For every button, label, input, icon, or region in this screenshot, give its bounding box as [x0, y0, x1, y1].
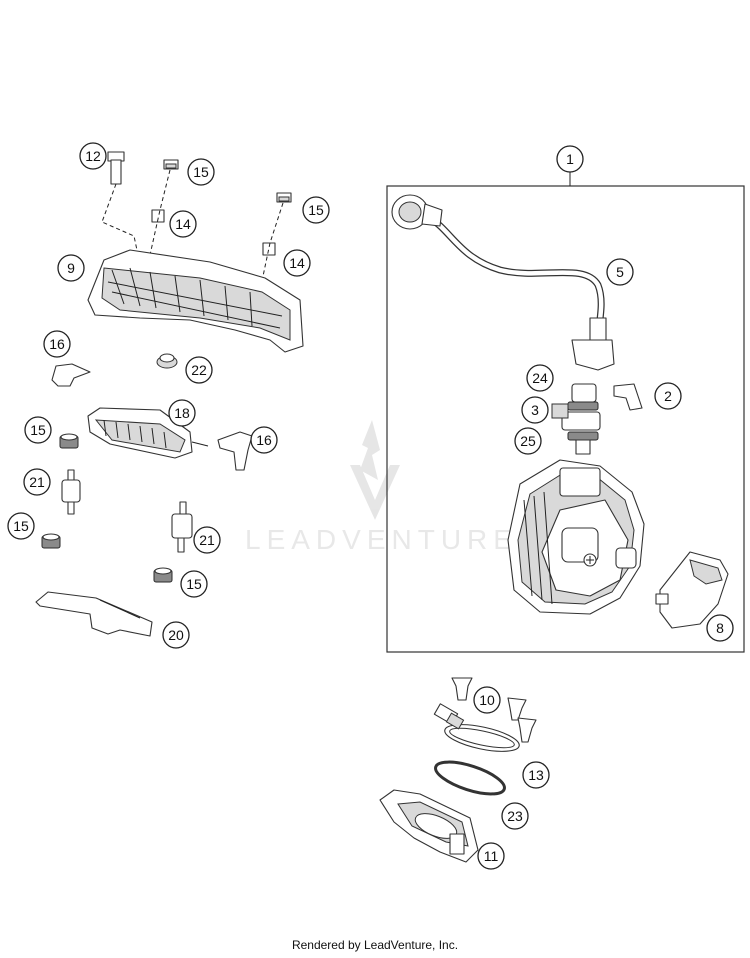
screw-part [451, 677, 473, 701]
throttle-body-part [507, 459, 645, 615]
svg-text:16: 16 [256, 432, 272, 448]
svg-text:9: 9 [67, 260, 75, 276]
svg-text:24: 24 [532, 370, 548, 386]
callout-3: 3 [521, 396, 549, 424]
svg-text:3: 3 [531, 402, 539, 418]
nut-part [153, 567, 173, 583]
callout-24: 24 [526, 364, 554, 392]
callout-14: 14 [169, 210, 197, 238]
assembly-frame [386, 185, 745, 653]
svg-text:23: 23 [507, 808, 523, 824]
svg-text:18: 18 [174, 405, 190, 421]
callout-15: 15 [180, 570, 208, 598]
intake-flange-part [379, 789, 479, 863]
callout-2: 2 [654, 382, 682, 410]
svg-text:14: 14 [289, 255, 305, 271]
watermark-logo-icon [350, 420, 400, 520]
svg-text:20: 20 [168, 627, 184, 643]
callout-8: 8 [706, 614, 734, 642]
callout-16: 16 [43, 330, 71, 358]
callout-22: 22 [185, 356, 213, 384]
svg-text:12: 12 [85, 148, 101, 164]
watermark: LEADVENTURE [245, 420, 518, 555]
callout-21: 21 [23, 468, 51, 496]
watermark-text: LEADVENTURE [245, 524, 518, 555]
svg-text:15: 15 [13, 518, 29, 534]
callout-16: 16 [250, 426, 278, 454]
cover-plate-part [35, 591, 153, 637]
nut-part [276, 192, 292, 203]
svg-text:21: 21 [29, 474, 45, 490]
assembly-line [101, 183, 139, 256]
svg-text:25: 25 [520, 433, 536, 449]
callout-1: 1 [556, 145, 584, 173]
screw-part [517, 717, 537, 743]
callout-13: 13 [522, 761, 550, 789]
callout-15: 15 [24, 416, 52, 444]
callout-5: 5 [606, 258, 634, 286]
callout-15: 15 [302, 196, 330, 224]
nut-part [163, 159, 179, 170]
svg-text:22: 22 [191, 362, 207, 378]
svg-text:14: 14 [175, 216, 191, 232]
callout-10: 10 [473, 686, 501, 714]
nut-part [59, 433, 79, 449]
rubber-damper-part [61, 469, 81, 515]
fuel-injector-part [551, 383, 601, 455]
svg-text:1: 1 [566, 151, 574, 167]
washer-part [262, 242, 276, 256]
svg-text:15: 15 [186, 576, 202, 592]
svg-text:13: 13 [528, 767, 544, 783]
mounting-bracket-part [87, 249, 304, 353]
seal-ring-part [434, 760, 506, 796]
hose-clamp-part [433, 703, 520, 752]
footer-credit: Rendered by LeadVenture, Inc. [291, 938, 459, 952]
svg-text:2: 2 [664, 388, 672, 404]
svg-text:21: 21 [199, 532, 215, 548]
svg-text:15: 15 [308, 202, 324, 218]
callout-15: 15 [187, 158, 215, 186]
retaining-clip-part [613, 383, 643, 411]
screw-part [507, 697, 527, 721]
callout-25: 25 [514, 427, 542, 455]
svg-text:5: 5 [616, 264, 624, 280]
clip-part [217, 431, 253, 471]
svg-text:16: 16 [49, 336, 65, 352]
callout-14: 14 [283, 249, 311, 277]
callout-18: 18 [168, 399, 196, 427]
rubber-damper-part [171, 501, 193, 553]
callout-21: 21 [193, 526, 221, 554]
washer-part [151, 209, 165, 223]
control-unit-part [87, 407, 209, 459]
callout-20: 20 [162, 621, 190, 649]
callout-11: 11 [477, 842, 505, 870]
fuel-hose-part [391, 194, 615, 371]
callout-9: 9 [57, 254, 85, 282]
svg-text:15: 15 [30, 422, 46, 438]
svg-text:15: 15 [193, 164, 209, 180]
nut-part [41, 533, 61, 549]
clip-part [51, 363, 91, 387]
svg-text:8: 8 [716, 620, 724, 636]
grommet-part [156, 353, 178, 369]
bolt-part [107, 151, 125, 185]
throttle-sensor-part [655, 551, 729, 629]
callout-15: 15 [7, 512, 35, 540]
svg-text:10: 10 [479, 692, 495, 708]
svg-text:11: 11 [484, 848, 499, 864]
callout-23: 23 [501, 802, 529, 830]
callout-12: 12 [79, 142, 107, 170]
assembly-line [149, 169, 171, 256]
